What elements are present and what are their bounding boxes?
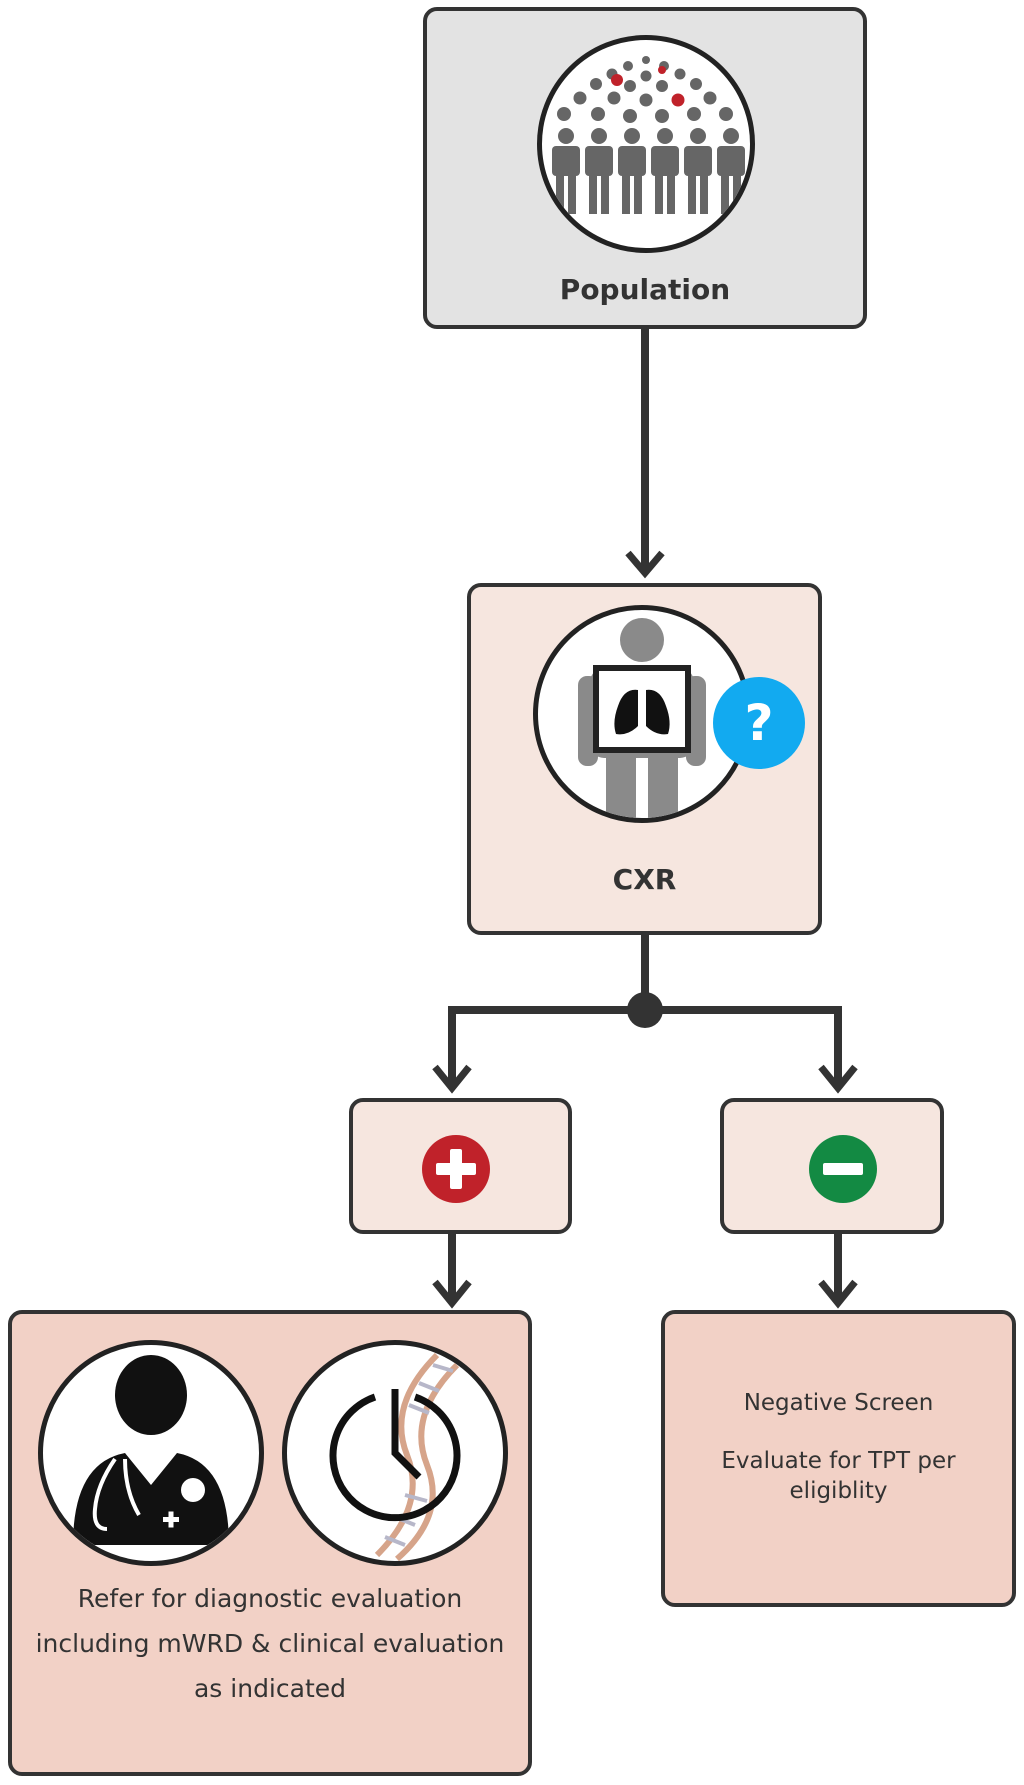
arrow-head-cxr <box>625 550 665 579</box>
plus-circle-icon <box>422 1135 490 1203</box>
cxr-node: ? CXR <box>467 583 822 935</box>
arrow-head-refer <box>432 1279 472 1309</box>
chest-xray-person-icon <box>533 605 751 823</box>
population-label: Population <box>559 273 731 306</box>
arrow-head-positive <box>432 1064 472 1094</box>
minus-circle-icon <box>809 1135 877 1203</box>
refer-diagnostic-node: Refer for diagnostic evaluation includin… <box>8 1310 532 1776</box>
branch-junction-dot <box>627 992 663 1028</box>
negative-screen-title: Negative Screen <box>743 1390 934 1416</box>
negative-screen-text-line: eligiblity <box>789 1478 888 1504</box>
negative-screen-text-line: Evaluate for TPT per <box>721 1448 956 1474</box>
population-icon <box>537 35 755 253</box>
population-node: Population <box>423 7 867 329</box>
negative-screen-node: Negative Screen Evaluate for TPT per eli… <box>661 1310 1016 1607</box>
refer-text-line: Refer for diagnostic evaluation <box>77 1584 463 1613</box>
positive-result-node <box>349 1098 572 1234</box>
question-mark-icon: ? <box>713 677 805 769</box>
refer-text-line: including mWRD & clinical evaluation <box>35 1629 505 1658</box>
cxr-label: CXR <box>612 863 677 896</box>
dna-test-icon <box>282 1340 508 1566</box>
negative-result-node <box>720 1098 944 1234</box>
refer-text-line: as indicated <box>193 1674 346 1703</box>
arrow-head-screen <box>818 1279 858 1309</box>
negative-screen-text: Evaluate for TPT per eligiblity <box>665 1446 1012 1506</box>
arrow-head-negative <box>818 1064 858 1094</box>
doctor-icon <box>38 1340 264 1566</box>
refer-text: Refer for diagnostic evaluation includin… <box>12 1576 528 1711</box>
